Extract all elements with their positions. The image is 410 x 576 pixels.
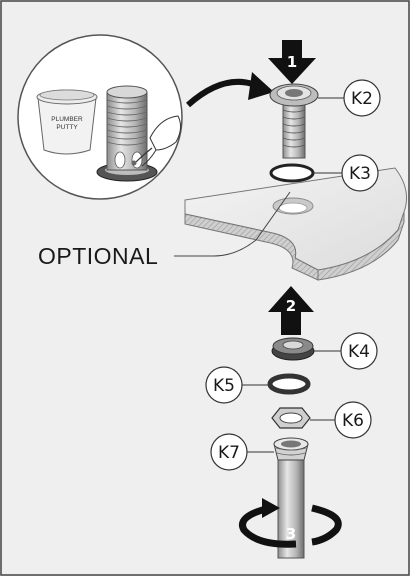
rotation-arrow-icon xyxy=(239,498,342,548)
step-3-number: 3 xyxy=(286,525,296,543)
callout-k4-label: K4 xyxy=(348,342,370,362)
callout-k3-label: K3 xyxy=(349,164,371,184)
gasket-k3 xyxy=(269,163,315,183)
step-1-number: 1 xyxy=(287,53,297,71)
drain-flange-k2 xyxy=(269,83,319,159)
callout-k5-label: K5 xyxy=(213,376,235,396)
step-1-arrow xyxy=(268,40,316,84)
callout-k6-label: K6 xyxy=(342,411,364,431)
optional-label: OPTIONAL xyxy=(38,243,158,269)
step-2-number: 2 xyxy=(286,297,296,315)
washer-k4 xyxy=(271,337,315,361)
optional-leader-line xyxy=(174,191,291,257)
drain-closeup xyxy=(106,85,148,171)
curved-arrow xyxy=(186,72,274,108)
callout-k2-label: K2 xyxy=(351,89,373,109)
hand-icon xyxy=(131,115,182,167)
callout-k6: K6 xyxy=(310,401,372,439)
ring-k5 xyxy=(267,373,311,395)
putty-label-line1: PLUMBER xyxy=(51,116,83,123)
callout-k4: K4 xyxy=(314,332,378,370)
callout-k3: K3 xyxy=(313,154,379,192)
countertop-slab xyxy=(184,167,407,281)
callout-k7-label: K7 xyxy=(218,443,240,463)
putty-label-line2: PUTTY xyxy=(56,124,78,131)
nut-k6 xyxy=(271,407,311,429)
putty-jar: PLUMBER PUTTY xyxy=(36,89,98,155)
putty-inset: PLUMBER PUTTY xyxy=(17,34,183,200)
callout-k7: K7 xyxy=(210,433,274,471)
callout-k5: K5 xyxy=(205,366,270,404)
step-2-arrow xyxy=(268,286,314,335)
callout-k2: K2 xyxy=(318,79,381,117)
